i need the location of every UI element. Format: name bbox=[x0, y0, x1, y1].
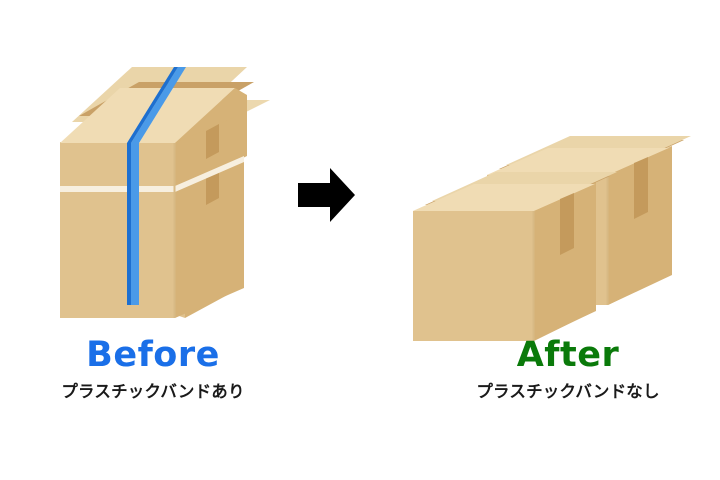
lower-box-side-face-b bbox=[175, 159, 244, 318]
lower-box-side-tape-b bbox=[206, 170, 219, 205]
upper-box-side-tape bbox=[206, 124, 219, 159]
band-front-dark bbox=[127, 143, 131, 305]
front-corner-edge bbox=[173, 143, 176, 318]
arrow-shape bbox=[298, 168, 355, 222]
lower-box-front-face-b bbox=[60, 189, 175, 318]
band-front-light bbox=[131, 143, 139, 305]
after-subtitle: プラスチックバンドなし bbox=[476, 382, 660, 401]
after-box-group bbox=[413, 136, 691, 341]
before-caption-block: Before プラスチックバンドあり bbox=[3, 338, 303, 401]
after-title: After bbox=[516, 335, 620, 375]
front-box-front-face-b bbox=[413, 211, 534, 341]
band-on-lid-dark bbox=[127, 67, 178, 143]
before-box-stack bbox=[60, 67, 270, 318]
stack-seam-line bbox=[60, 156, 244, 192]
after-caption-block: After プラスチックバンドなし bbox=[418, 338, 718, 401]
back-box-lid-front-b bbox=[487, 148, 669, 175]
front-box-lid-front-b bbox=[413, 184, 595, 211]
back-box-side-face-b bbox=[608, 148, 669, 305]
plastic-band bbox=[127, 67, 186, 305]
back-box-corner-edge bbox=[606, 175, 609, 305]
after-front-box bbox=[413, 172, 617, 341]
front-box-side-tape bbox=[560, 193, 574, 255]
back-box-side-tape bbox=[634, 157, 648, 219]
before-subtitle: プラスチックバンドあり bbox=[61, 382, 245, 401]
right-arrow-icon bbox=[298, 168, 355, 222]
front-box-side-face-b bbox=[534, 184, 595, 341]
band-on-lid bbox=[131, 67, 186, 143]
front-box-corner-edge bbox=[532, 211, 535, 341]
before-title: Before bbox=[86, 335, 220, 375]
upper-box-front-face-b bbox=[60, 143, 175, 186]
